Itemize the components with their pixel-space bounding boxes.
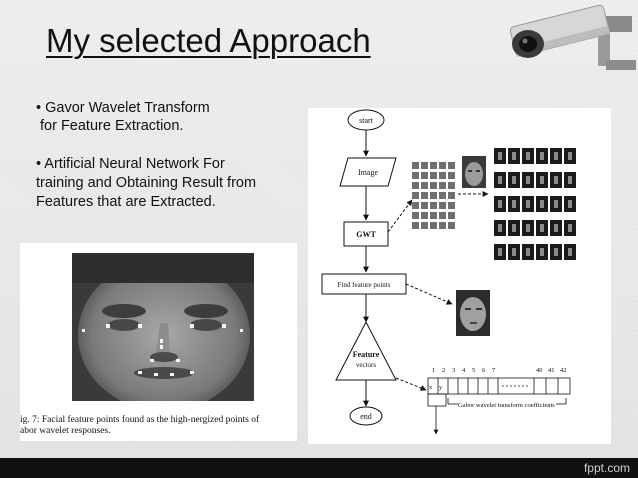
flow-image-label: Image [358,168,378,177]
vector-index: 42 [560,367,567,374]
flow-find-label: Find feature points [338,281,391,289]
figure-caption-line: abor wavelet responses. [20,426,111,436]
vector-cell-y: y [439,384,443,391]
slide-title: My selected Approach [46,22,371,59]
bullet-text: for Feature Extraction. [40,118,184,134]
flow-start-label: start [359,116,374,125]
flow-gwt-label: GWT [356,230,376,239]
vector-cell-x: x [429,384,433,391]
bullet-text: • Gavor Wavelet Transform [36,100,210,116]
face-thumbnail [462,156,486,188]
gabor-grid-small [412,162,455,229]
slide: My selected Approach • Gavor Wavelet Tra… [0,0,638,458]
footer-bar: fppt.com [0,458,638,478]
security-camera-icon [509,4,636,70]
flowchart: start Image GWT Find feature points Feat… [321,109,576,435]
vector-index: 4 [462,367,466,374]
vector-index: 7 [492,367,496,374]
vector-index: 6 [482,367,486,374]
face-figure: ig. 7: Facial feature points found as th… [20,243,297,441]
footer-brand: fppt.com [583,461,630,475]
figure-caption: ig. 7: Facial feature points found as th… [20,415,297,437]
vector-index: 40 [536,367,543,374]
bullet-text: training and Obtaining Result from [36,175,257,191]
flow-end-label: end [360,412,372,421]
coefficient-label: Gabor wavelet transform coefficients [458,402,555,409]
vector-index: 5 [472,367,475,374]
vector-index-labels: 1 2 3 4 5 6 7 40 41 42 [432,367,567,374]
face-photo [72,253,254,401]
figure-caption-line: ig. 7: Facial feature points found as th… [20,415,260,425]
face-thumbnail [456,290,490,336]
flowchart-figure: start Image GWT Find feature points Feat… [308,108,611,444]
flow-feature-label: Feature [353,350,380,359]
vector-index: 41 [548,367,555,374]
flow-vectors-label: vectors [356,361,376,369]
gabor-grid-large [494,148,576,260]
vector-index: 1 [432,367,435,374]
bullet-text: • Artificial Neural Network For [36,156,225,172]
bullet-text: Features that are Extracted. [36,194,216,210]
vector-index: 2 [442,367,445,374]
vector-index: 3 [452,367,455,374]
